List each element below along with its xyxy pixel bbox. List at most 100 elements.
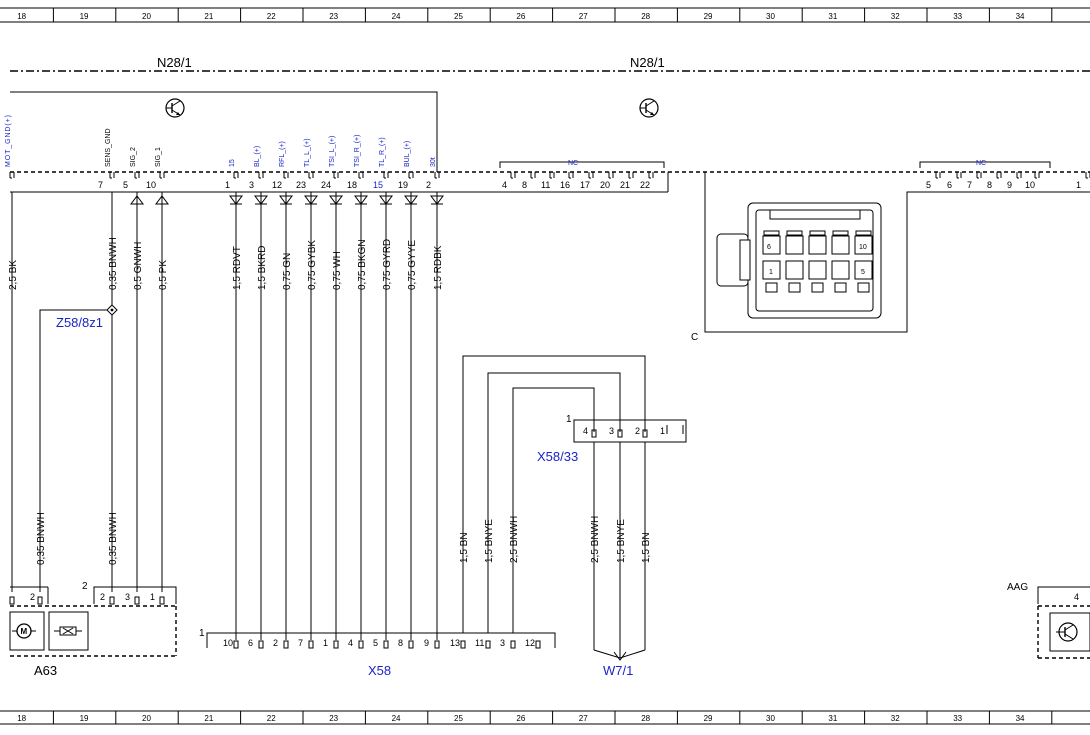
- ruler-column-label: 32: [891, 12, 900, 21]
- signal-label: TL_L_(+): [304, 138, 311, 167]
- ruler-column-label: 18: [17, 714, 26, 723]
- n28-connector-strip: C: [10, 171, 1090, 343]
- nc-bracket-1: NC: [499, 160, 665, 168]
- signal-label: TL_R_(+): [379, 137, 386, 167]
- wire-label: 0,5 PK: [158, 260, 169, 290]
- x58-pin-number: 4: [348, 638, 353, 648]
- ruler-column-label: 31: [828, 714, 837, 723]
- ruler-column-label: 34: [1016, 714, 1025, 723]
- wire-label: 0,35 BNWH: [108, 237, 119, 290]
- x58-pin-number: 1: [323, 638, 328, 648]
- signal-label: TSI_L_(+): [329, 136, 336, 167]
- x58-33-pin1-marker: 1: [566, 414, 572, 425]
- ruler-column-label: 24: [392, 12, 401, 21]
- nc-bracket-2: NC: [919, 160, 1051, 168]
- motor-icon: M: [12, 623, 36, 639]
- pin-number: 19: [398, 180, 408, 190]
- ruler-column-label: 32: [891, 714, 900, 723]
- nc-label-1: NC: [568, 160, 578, 167]
- signal-label: 30t: [430, 157, 437, 167]
- x58-33-pin-number: 3: [609, 426, 614, 436]
- pin-number: 10: [146, 180, 156, 190]
- a63-pin-number: 1: [150, 592, 155, 602]
- nc-pin-number: 8: [987, 180, 992, 190]
- nc-pin-number: 20: [600, 180, 610, 190]
- wire-label: 1,5 BNYE: [616, 519, 627, 563]
- n28-housing: N28/1 N28/1: [10, 55, 1090, 172]
- ruler-column-label: 26: [516, 714, 525, 723]
- wire-label: 1,5 BN: [459, 532, 470, 563]
- pin-number: 5: [123, 180, 128, 190]
- aag-pin-4: 4: [1074, 592, 1079, 602]
- ruler-column-label: 33: [953, 12, 962, 21]
- nc-pin-number: 21: [620, 180, 630, 190]
- signal-label: SIG_1: [155, 147, 162, 167]
- wire-label: 2,5 BNWH: [590, 516, 601, 563]
- ruler-column-label: 21: [204, 12, 213, 21]
- connector-c-pin: 5: [861, 269, 865, 276]
- w7-ground: W7/1: [593, 649, 646, 678]
- signal-label: SENS_GND: [105, 128, 112, 167]
- wire-label: 2,5 BNWH: [509, 516, 520, 563]
- x58-pin-number: 7: [298, 638, 303, 648]
- nc-pin-number: 17: [580, 180, 590, 190]
- nc-pin-number: 6: [947, 180, 952, 190]
- signal-label: TSI_R_(+): [354, 135, 361, 167]
- ruler-column-label: 23: [329, 12, 338, 21]
- pin-number: 18: [347, 180, 357, 190]
- aag-component: AAG 4: [1007, 582, 1090, 659]
- svg-text:M: M: [21, 627, 28, 636]
- ruler-column-label: 26: [516, 12, 525, 21]
- ruler-column-label: 19: [80, 12, 89, 21]
- ruler-column-label: 19: [80, 714, 89, 723]
- nc-pin-number: 5: [926, 180, 931, 190]
- pin-number: 2: [426, 180, 431, 190]
- connector-c-pin: 1: [769, 269, 773, 276]
- signal-label: MOT_GND(+): [5, 115, 12, 167]
- ruler-column-label: 28: [641, 12, 650, 21]
- x58-pin-number: 12: [525, 638, 535, 648]
- wire-label: 1,5 BNYE: [484, 519, 495, 563]
- signal-label: RFL_(+): [279, 141, 286, 167]
- nc-pin-number: 7: [967, 180, 972, 190]
- a63-label: A63: [34, 663, 57, 678]
- wire-label: 1,5 RDBK: [433, 245, 444, 290]
- ruler-column-label: 27: [579, 714, 588, 723]
- nc-pin-number: 8: [522, 180, 527, 190]
- ruler-column-label: 34: [1016, 12, 1025, 21]
- potentiometer-icon: [54, 626, 82, 636]
- x58-pin-number: 8: [398, 638, 403, 648]
- ruler-column-label: 27: [579, 12, 588, 21]
- pin-number: 3: [249, 180, 254, 190]
- transistor-icon: [639, 98, 659, 118]
- ruler-column-label: 23: [329, 714, 338, 723]
- a63-pin-number: 3: [125, 592, 130, 602]
- pin-number: 7: [98, 180, 103, 190]
- wire-label: 0,75 GN: [282, 253, 293, 290]
- nc-pin-number: 4: [502, 180, 507, 190]
- a63-pin-number: 2: [30, 592, 35, 602]
- ruler-column-label: 20: [142, 12, 151, 21]
- nc-pin-number: 10: [1025, 180, 1035, 190]
- connector-c-pin: 6: [767, 244, 771, 251]
- ruler-column-label: 30: [766, 714, 775, 723]
- ruler-column-label: 25: [454, 714, 463, 723]
- pin-number: 15: [373, 180, 383, 190]
- wire-label: 0,35 BNWH: [36, 512, 47, 565]
- ruler-column-label: 31: [828, 12, 837, 21]
- ruler-column-label: 24: [392, 714, 401, 723]
- n28-right-label: N28/1: [630, 55, 665, 70]
- wire-label: 0,5 GNWH: [133, 242, 144, 290]
- z58-label: Z58/8z1: [56, 315, 103, 330]
- wire-label: 2,5 BK: [8, 260, 19, 290]
- x58-pin-number: 13: [450, 638, 460, 648]
- x58-pin-number: 9: [424, 638, 429, 648]
- wire-label: 0,75 GYYE: [407, 240, 418, 290]
- x58-pin-number: 2: [273, 638, 278, 648]
- wire-label: 0,75 WH: [332, 251, 343, 290]
- ruler-column-label: 28: [641, 714, 650, 723]
